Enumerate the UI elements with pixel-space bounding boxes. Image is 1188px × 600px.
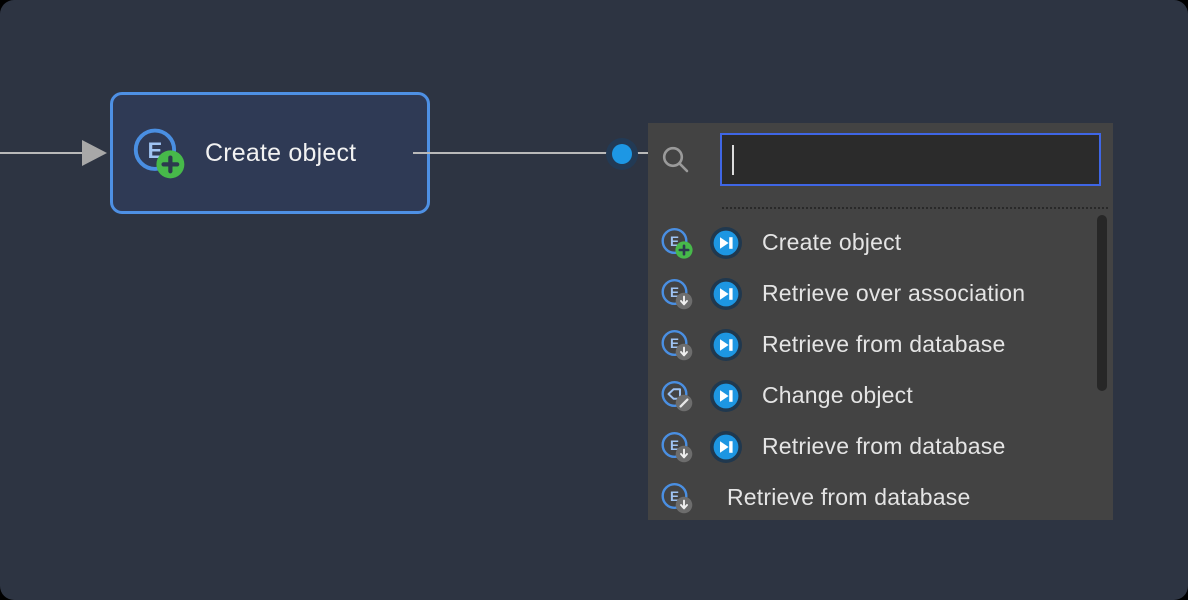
text-caret [732,144,734,175]
flow-step-icon [710,379,742,412]
connection-endpoint-dot[interactable] [606,138,638,170]
suggestion-list-item[interactable]: Create object [648,217,1100,268]
suggestion-list-item[interactable]: Change object [648,370,1100,421]
suggestion-list-item[interactable]: Retrieve from database [648,319,1100,370]
suggestion-list-item[interactable]: Retrieve over association [648,268,1100,319]
entity-create-icon [661,227,693,259]
entity-retrieve-icon [661,329,693,361]
blue-dot-icon [612,144,632,164]
flow-step-icon [710,328,742,361]
search-icon [660,144,694,183]
outgoing-flow-edge [413,152,649,154]
activity-suggestion-popup: Create object Retrieve over association … [648,123,1113,520]
suggestion-item-label: Retrieve from database [762,331,1006,357]
suggestion-item-label: Retrieve from database [762,433,1006,459]
entity-create-icon [133,127,185,179]
suggestion-item-label: Retrieve over association [762,280,1026,306]
search-input[interactable] [720,133,1101,186]
popup-separator [722,207,1108,209]
activity-node-label: Create object [205,138,357,167]
create-object-activity-node[interactable]: Create object [110,92,430,214]
entity-retrieve-icon [661,482,693,514]
flow-step-icon [710,277,742,310]
suggestion-item-label: Create object [762,229,902,255]
suggestion-list-item[interactable]: Retrieve from database [648,421,1100,472]
flow-arrowhead-icon [82,140,107,166]
entity-retrieve-icon [661,278,693,310]
suggestion-item-label: Retrieve from database [727,484,971,510]
suggestion-item-label: Change object [762,382,913,408]
popup-scrollbar[interactable] [1097,215,1107,391]
flow-step-icon [710,226,742,259]
flow-step-icon [710,430,742,463]
suggestion-list: Create object Retrieve over association … [648,217,1100,520]
entity-retrieve-icon [661,431,693,463]
incoming-flow-edge [0,152,84,154]
entity-change-icon [661,380,693,412]
suggestion-list-item[interactable]: Retrieve from database [648,472,1100,520]
